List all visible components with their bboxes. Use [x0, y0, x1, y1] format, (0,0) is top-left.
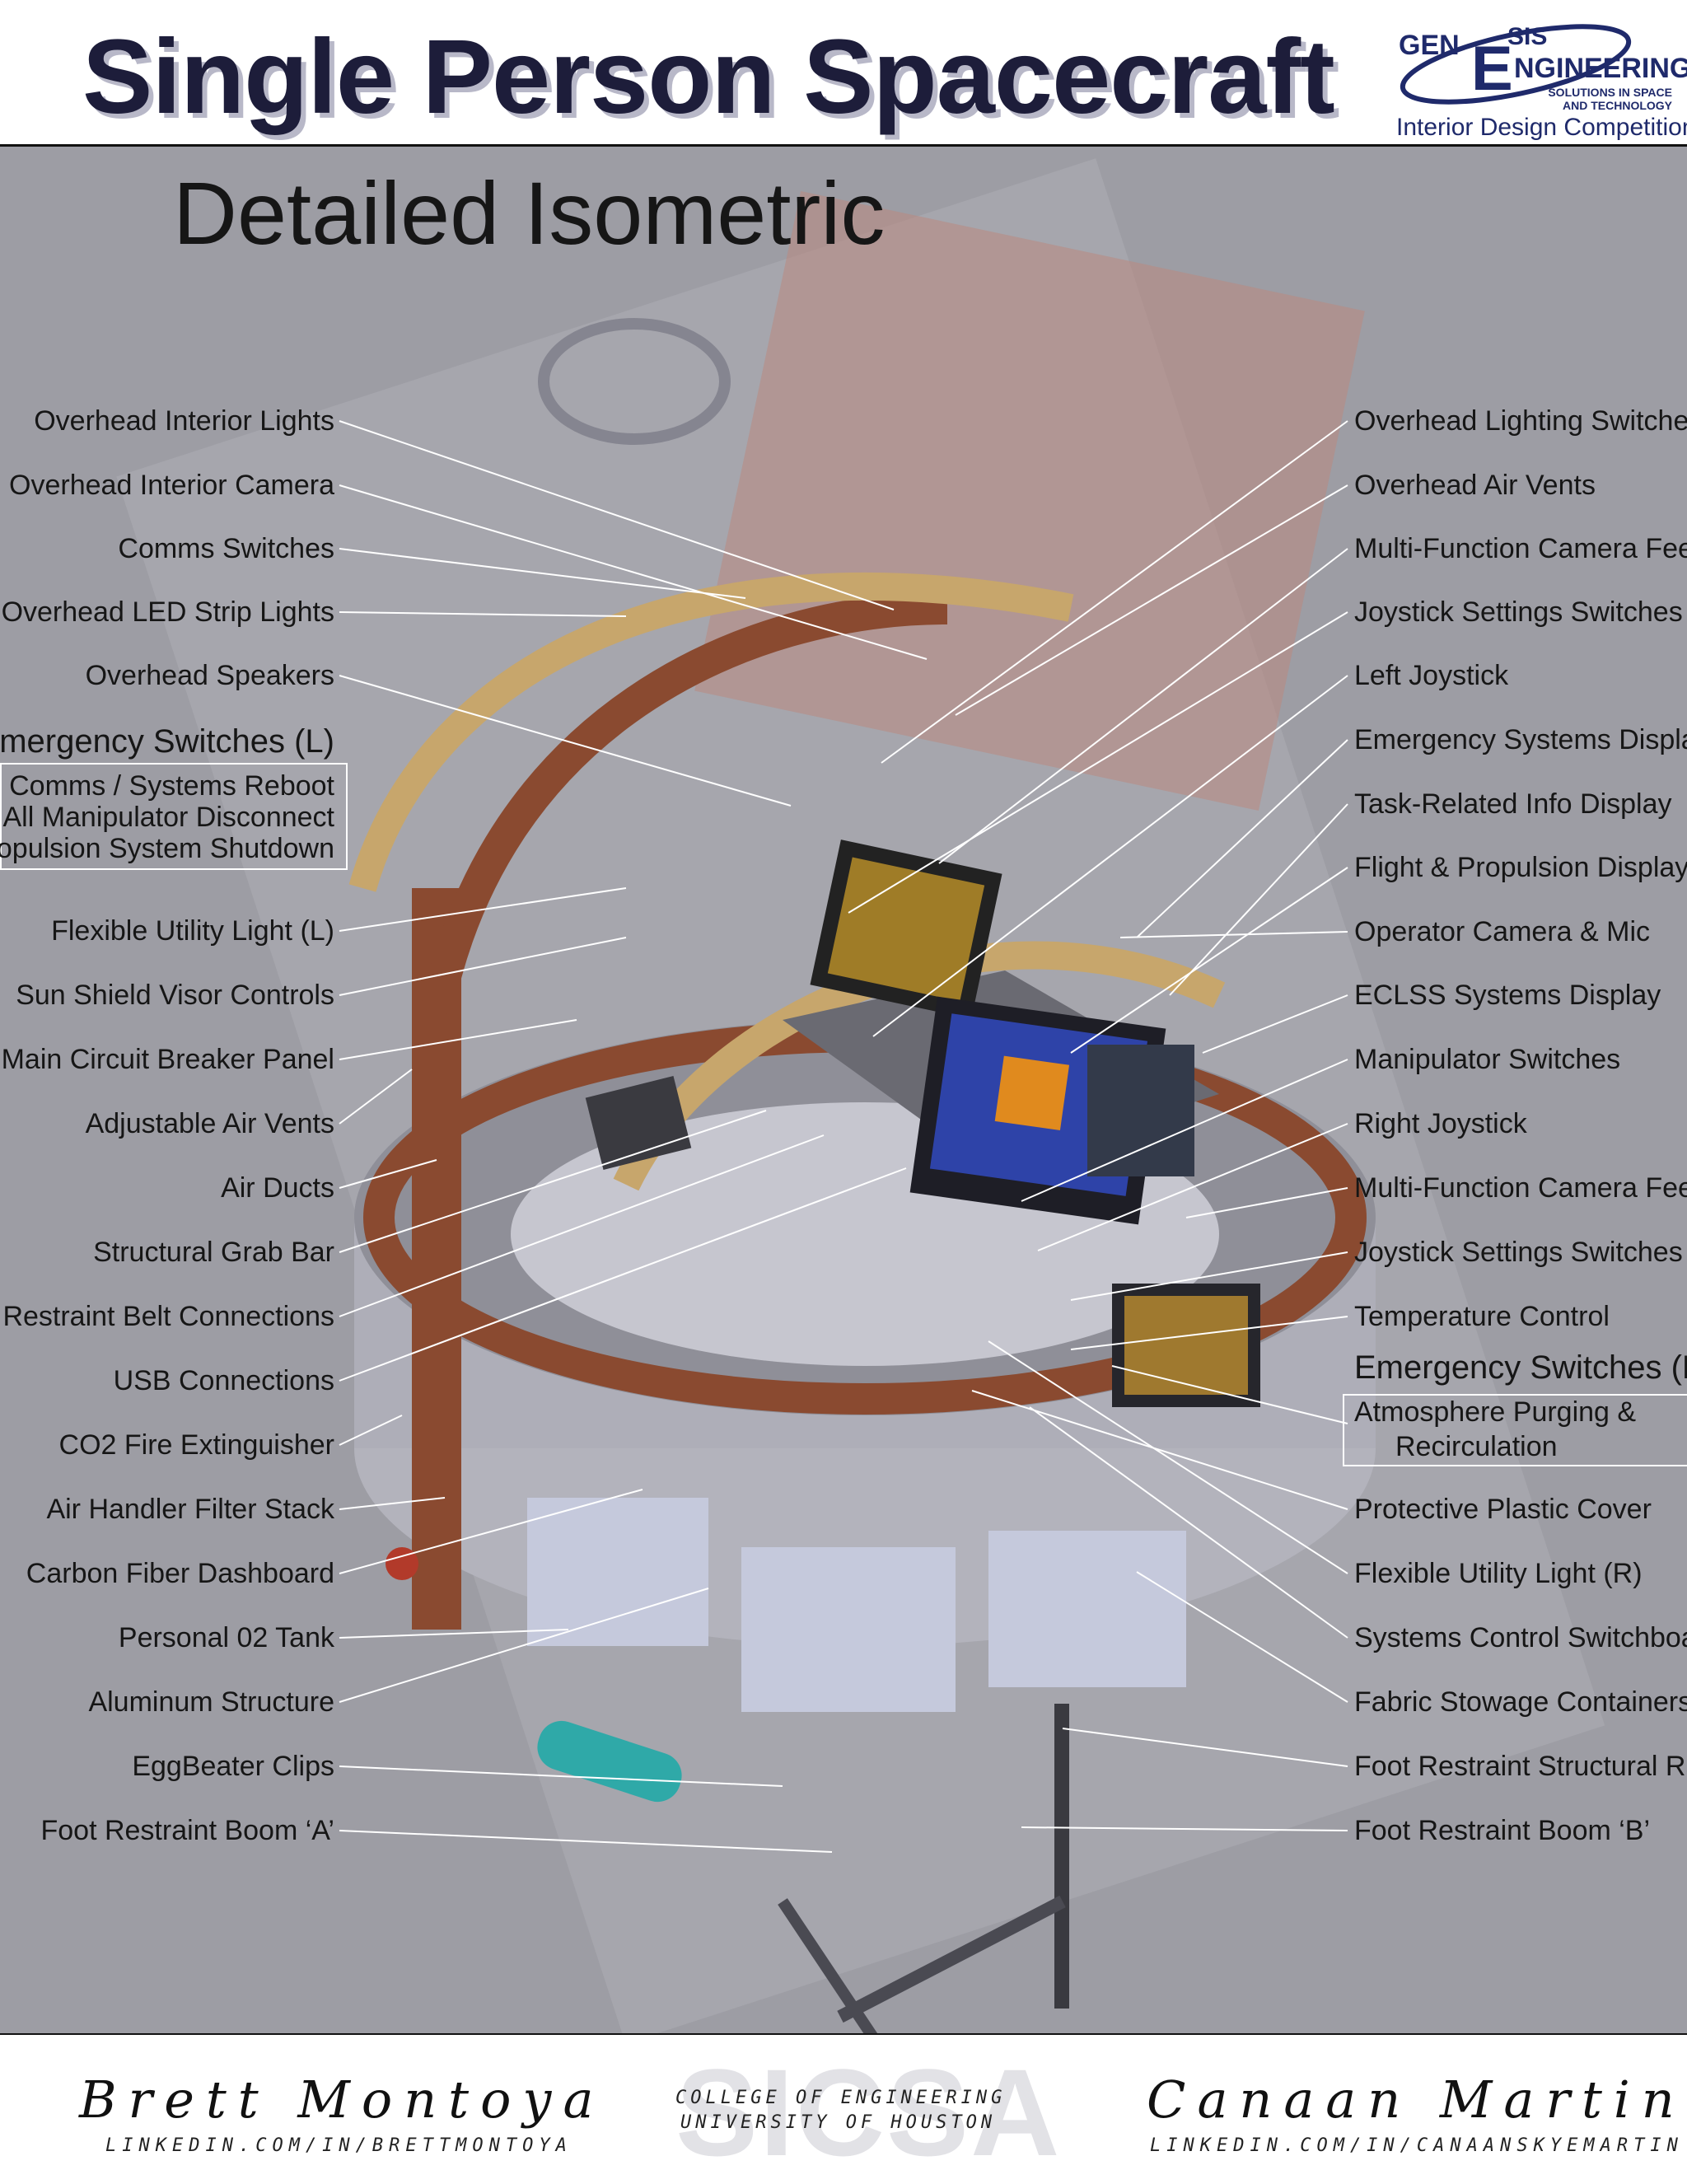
page-title: Single Person Spacecraft [82, 18, 1335, 136]
header: Single Person Spacecraft GEN E SIS NGINE… [0, 0, 1687, 147]
label-flexible-utility-light-l: Flexible Utility Light (L) [51, 915, 334, 947]
label-task-related-info-display: Task-Related Info Display [1354, 788, 1672, 820]
header-divider [0, 144, 1687, 147]
label-overhead-interior-camera: Overhead Interior Camera [9, 470, 334, 501]
circuit-breaker-panel [585, 1076, 692, 1170]
label-flexible-utility-light-r: Flexible Utility Light (R) [1354, 1558, 1643, 1589]
emergency-switches-left-heading: Emergency Switches (L) [0, 723, 334, 760]
foot-restraint-boom-a [778, 1898, 879, 2035]
leader-lines-right [848, 420, 1348, 1831]
label-flight-propulsion-display: Flight & Propulsion Display [1354, 852, 1687, 883]
label-overhead-interior-lights: Overhead Interior Lights [34, 405, 334, 437]
college-line-1: COLLEGE OF ENGINEERING [675, 2088, 1007, 2108]
footer: Brett Montoya LINKEDIN.COM/IN/BRETTMONTO… [0, 2035, 1687, 2183]
overhead-hatch-ring [538, 318, 731, 445]
label-eclss-systems-display: ECLSS Systems Display [1354, 980, 1661, 1011]
foot-restraint-boom-b [837, 1895, 1066, 2023]
label-fabric-stowage-containers: Fabric Stowage Containers [1354, 1686, 1687, 1718]
label-air-handler-filter-stack: Air Handler Filter Stack [46, 1494, 334, 1525]
o2-tank [537, 1720, 682, 1803]
label-multi-function-camera-feed-1: Multi-Function Camera Feed [1354, 533, 1687, 564]
emergency-left-item: Comms / Systems Reboot [9, 770, 334, 802]
emergency-left-item: Propulsion System Shutdown [0, 833, 334, 864]
overhead-led-ring-left [348, 572, 1074, 892]
label-eggbeater-clips: EggBeater Clips [132, 1751, 334, 1782]
label-foot-restraint-structural-rail: Foot Restraint Structural Rail [1354, 1751, 1687, 1782]
display-main-panel [994, 1055, 1070, 1130]
stowage-container-3 [988, 1531, 1186, 1687]
emergency-switches-right-box [1343, 1394, 1687, 1466]
label-comms-switches: Comms Switches [118, 533, 334, 564]
foot-restraint-rail [1054, 1704, 1069, 2009]
label-personal-02-tank: Personal 02 Tank [118, 1622, 334, 1653]
overhead-duct [420, 592, 948, 1015]
label-temperature-control: Temperature Control [1354, 1301, 1610, 1332]
genesis-engineering-logo: GEN E SIS NGINEERING SOLUTIONS IN SPACE … [1392, 15, 1687, 141]
logo-swoosh-icon [1400, 24, 1632, 105]
isometric-diagram: Detailed Isometric Overhead Interior Lig… [0, 147, 1687, 2035]
emergency-switches-right-heading: Emergency Switches (R) [1354, 1349, 1687, 1386]
display-camera-right-screen [1124, 1296, 1248, 1395]
label-foot-restraint-boom-a: Foot Restraint Boom ‘A’ [40, 1815, 334, 1846]
label-usb-connections: USB Connections [113, 1365, 334, 1396]
label-adjustable-air-vents: Adjustable Air Vents [85, 1108, 334, 1139]
label-systems-control-switchboard: Systems Control Switchboard [1354, 1622, 1687, 1653]
label-manipulator-switches: Manipulator Switches [1354, 1044, 1621, 1075]
leader-lines-left [339, 420, 928, 1853]
label-structural-grab-bar: Structural Grab Bar [93, 1237, 334, 1268]
label-sun-shield-visor-controls: Sun Shield Visor Controls [16, 980, 334, 1011]
spacecraft-illustration [116, 158, 1605, 2035]
label-carbon-fiber-dashboard: Carbon Fiber Dashboard [26, 1558, 334, 1589]
hatch-panel-shape [694, 191, 1365, 811]
label-air-ducts: Air Ducts [221, 1172, 334, 1204]
label-operator-camera-mic: Operator Camera & Mic [1354, 916, 1650, 947]
emergency-left-item: All Manipulator Disconnect [2, 802, 334, 833]
label-right-joystick: Right Joystick [1354, 1108, 1527, 1139]
label-protective-plastic-cover: Protective Plastic Cover [1354, 1494, 1652, 1525]
stowage-container-2 [741, 1547, 956, 1712]
fire-extinguisher [386, 1547, 418, 1580]
label-joystick-settings-switches-r: Joystick Settings Switches (R) [1354, 1237, 1687, 1268]
label-multi-function-camera-feed-2: Multi-Function Camera Feed [1354, 1172, 1687, 1204]
label-left-joystick: Left Joystick [1354, 660, 1509, 691]
author-name-right: Canaan Martin [1147, 2069, 1686, 2130]
competition-label: Interior Design Competition [1396, 114, 1687, 141]
label-overhead-speakers: Overhead Speakers [85, 660, 334, 691]
diagram-subtitle: Detailed Isometric [173, 163, 886, 263]
college-line-2: UNIVERSITY OF HOUSTON [680, 2112, 997, 2133]
label-restraint-belt-connections: Restraint Belt Connections [2, 1301, 334, 1332]
label-co2-fire-extinguisher: CO2 Fire Extinguisher [58, 1429, 334, 1461]
label-overhead-led-strip-lights: Overhead LED Strip Lights [1, 596, 334, 628]
stowage-container-1 [527, 1498, 708, 1646]
label-overhead-air-vents: Overhead Air Vents [1354, 470, 1596, 501]
author-name-left: Brett Montoya [79, 2069, 605, 2130]
label-main-circuit-breaker-panel: Main Circuit Breaker Panel [1, 1044, 334, 1075]
sicsa-emblem: SICSA [675, 2043, 1062, 2182]
display-eclss [1087, 1045, 1194, 1176]
label-overhead-lighting-switches: Overhead Lighting Switches [1354, 405, 1687, 437]
label-joystick-settings-switches-l: Joystick Settings Switches (L) [1354, 596, 1687, 628]
emergency-right-item: Atmosphere Purging & [1354, 1396, 1637, 1428]
emergency-switches-left-box [0, 763, 348, 870]
author-link-left: LINKEDIN.COM/IN/BRETTMONTOYA [105, 2135, 572, 2156]
label-foot-restraint-boom-b: Foot Restraint Boom ‘B’ [1354, 1815, 1651, 1846]
label-aluminum-structure: Aluminum Structure [88, 1686, 334, 1718]
author-link-right: LINKEDIN.COM/IN/CANAANSKYEMARTIN [1150, 2135, 1684, 2156]
label-emergency-systems-display: Emergency Systems Display [1354, 724, 1687, 755]
display-flight-screen [827, 857, 985, 1002]
emergency-right-item: Recirculation [1395, 1431, 1558, 1462]
